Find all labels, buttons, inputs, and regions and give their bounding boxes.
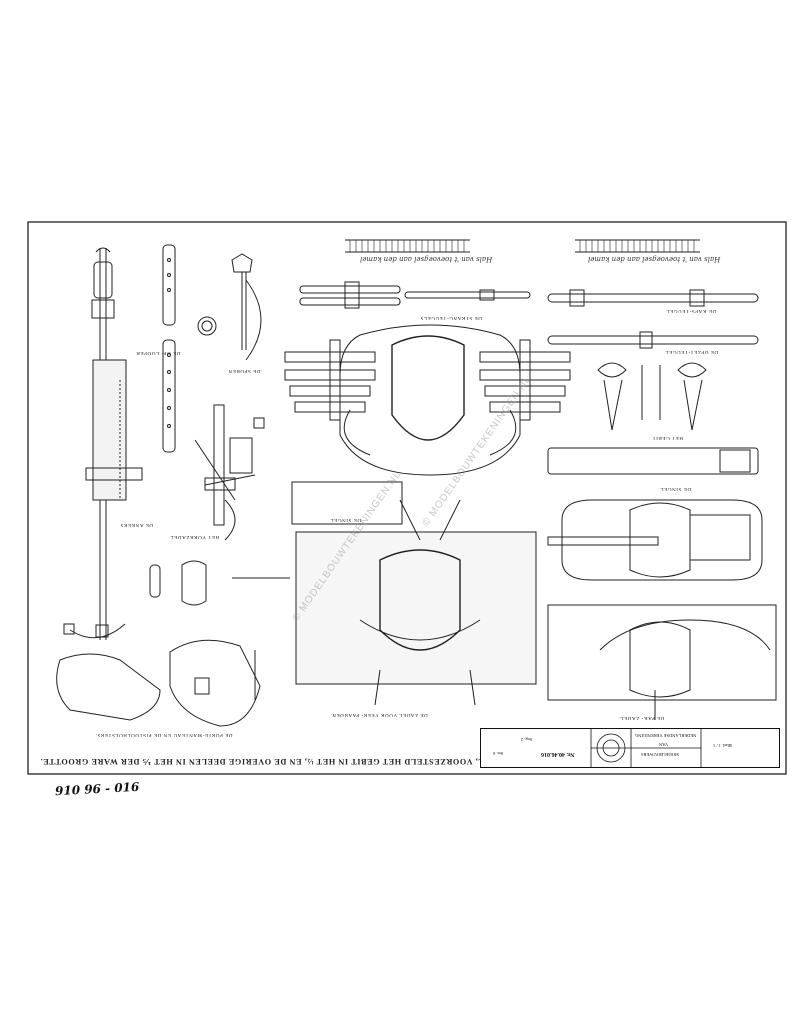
drawing-frame bbox=[27, 221, 787, 775]
veerpaarden-saddle-figure bbox=[291, 481, 537, 706]
title-block-stamp: NEDERLANDSE VERENIGING VAN MODELBOUWERS … bbox=[480, 728, 780, 768]
label-de-sporen: DE SPOREN bbox=[228, 368, 261, 373]
label-het-gebit: HET GEBIT bbox=[652, 435, 683, 440]
label-de-kaps-teugel: DE KAPS-TEUGEL bbox=[666, 308, 717, 313]
label-portemanteau: DE PORTE-MANTEAU EN DE PISTOOLHOLSTERS. bbox=[95, 732, 233, 737]
stamp-sheet-ref: Ser. 6 bbox=[493, 751, 504, 756]
saddle-oblique-view bbox=[547, 499, 763, 581]
kaps-teugel-figure bbox=[547, 289, 759, 307]
script-annotation-right: Hals van 't toevoegsel aan den kamel bbox=[588, 255, 721, 263]
lanyard-figure bbox=[63, 247, 143, 640]
label-de-strang-teugels: DE STRANG-TEUGELS bbox=[420, 315, 483, 320]
label-zadel-voor-veerpaarden: DE ZADEL VOOR VEER- PAARDEN. bbox=[330, 712, 428, 717]
label-de-pak-zadel: DE PAK- ZADEL. bbox=[618, 715, 665, 720]
stamp-org-line2: VAN bbox=[659, 742, 669, 747]
stamp-org-line3: MODELBOUWERS bbox=[641, 752, 679, 757]
portemanteau-figure bbox=[56, 639, 261, 727]
stamp-extra: Blad. 1 / 1 bbox=[713, 743, 732, 748]
spur-figure bbox=[231, 253, 262, 361]
gebit-figure bbox=[597, 362, 707, 431]
pak-zadel-figure bbox=[547, 604, 777, 720]
scale-bars bbox=[345, 239, 700, 253]
stamp-grid bbox=[590, 729, 702, 767]
label-het-vorkzadel: HET VORKZADEL bbox=[170, 534, 220, 539]
singel-figure bbox=[547, 447, 759, 475]
label-de-singel-2: DE SINGEL bbox=[660, 486, 692, 491]
label-de-ankers: DE ANKERS bbox=[120, 522, 154, 527]
label-de-opzet-teugel: DE OPZET-TEUGEL bbox=[665, 349, 719, 354]
stamp-code: Nr. 40.46.016 bbox=[541, 751, 575, 757]
stamp-org-line1: NEDERLANDSE VERENIGING bbox=[635, 733, 697, 738]
strang-teugels-figure bbox=[299, 281, 531, 309]
opzet-teugel-figure bbox=[547, 331, 759, 349]
saddle-top-view bbox=[284, 324, 571, 476]
label-de-oploopers: DE OP- LOOPER bbox=[136, 350, 181, 355]
strap-figure bbox=[162, 244, 217, 453]
script-annotation-left: Hals van 't toevoegsel aan den kamel bbox=[360, 255, 493, 263]
stirrup-assembly bbox=[149, 404, 290, 606]
stamp-ref-small: Seg. 2 bbox=[521, 737, 533, 742]
